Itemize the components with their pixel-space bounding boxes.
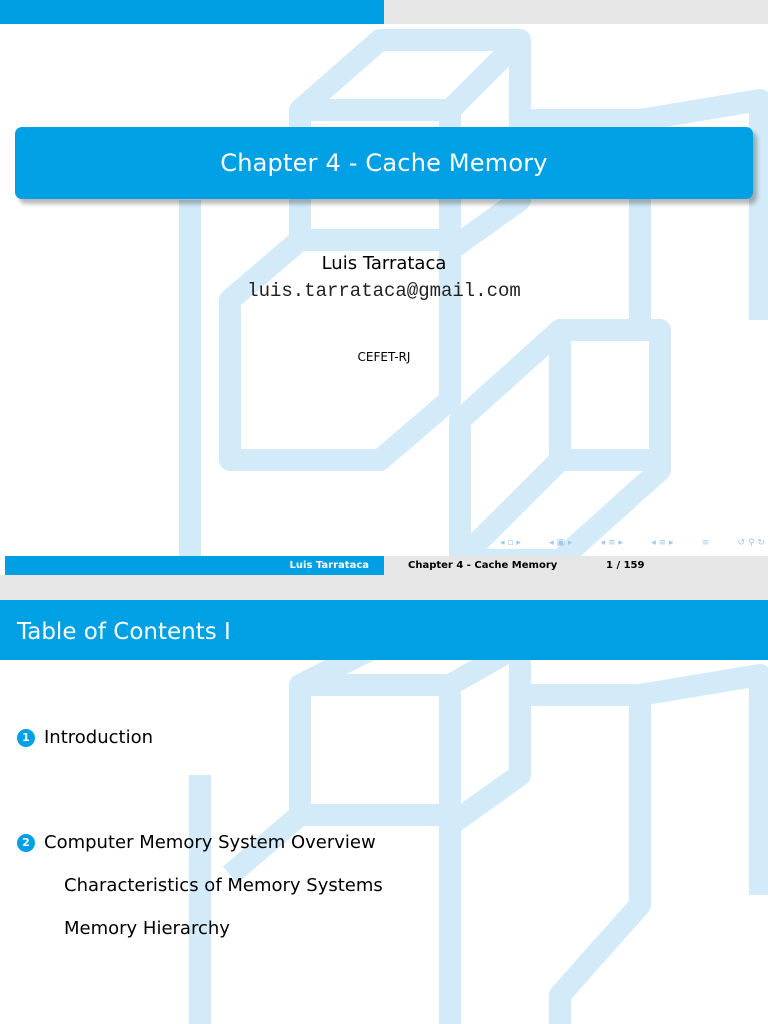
toc-subsection-characteristics[interactable]: Characteristics of Memory Systems (64, 875, 383, 896)
toc-section-introduction[interactable]: 1 Introduction (17, 727, 153, 748)
nav-section-icon[interactable]: ◂ ≡ ▸ (600, 538, 623, 548)
toc-section-memory-overview[interactable]: 2 Computer Memory System Overview (17, 832, 376, 853)
toc-subsection-memory-hierarchy[interactable]: Memory Hierarchy (64, 918, 230, 939)
footer-right-bar (384, 556, 768, 575)
toc-section-label: Introduction (44, 727, 154, 748)
author-email: luis.tarrataca@gmail.com (247, 280, 521, 302)
top-bar-gray (384, 0, 768, 24)
beamer-navigation-bar: ◂ ▫ ▸ ◂ ▣ ▸ ◂ ≡ ▸ ◂ ≡ ▸ ≡ ↺ ⚲ ↻ (500, 536, 765, 550)
nav-subsection-icon[interactable]: ◂ ▣ ▸ (549, 538, 573, 548)
toc-section-label: Computer Memory System Overview (44, 832, 376, 853)
nav-toc-icon[interactable]: ◂ ≡ ▸ (651, 538, 674, 548)
footer-title: Chapter 4 - Cache Memory (408, 560, 558, 571)
toc-section-number: 1 (17, 728, 35, 747)
author-name: Luis Tarrataca (321, 253, 447, 274)
toc-slide: Table of Contents I 1 Introduction 2 Com… (0, 575, 768, 1024)
nav-prev-frame-icon[interactable]: ◂ ▫ ▸ (500, 538, 521, 548)
frame-title-bar (0, 600, 768, 660)
title-slide: Chapter 4 - Cache Memory Luis Tarrataca … (0, 0, 768, 575)
nav-doc-icon[interactable]: ≡ (701, 538, 710, 548)
top-bar-blue (0, 0, 384, 24)
institute-name: CEFET-RJ (357, 350, 411, 364)
toc-section-number: 2 (17, 833, 35, 852)
footer-page-number: 1 / 159 (606, 560, 645, 571)
footer-author: Luis Tarrataca (289, 560, 369, 571)
frame-title: Table of Contents I (17, 619, 231, 645)
slide-footer: Luis Tarrataca Chapter 4 - Cache Memory … (0, 556, 768, 575)
slide-title: Chapter 4 - Cache Memory (220, 149, 548, 177)
footer-left-bar (0, 556, 384, 575)
top-bar-gray-left (0, 575, 384, 600)
slide-title-box: Chapter 4 - Cache Memory (15, 127, 753, 199)
nav-search-icon[interactable]: ↺ ⚲ ↻ (737, 538, 765, 548)
footer-corner (0, 556, 5, 575)
top-bar-gray-right (384, 575, 768, 600)
